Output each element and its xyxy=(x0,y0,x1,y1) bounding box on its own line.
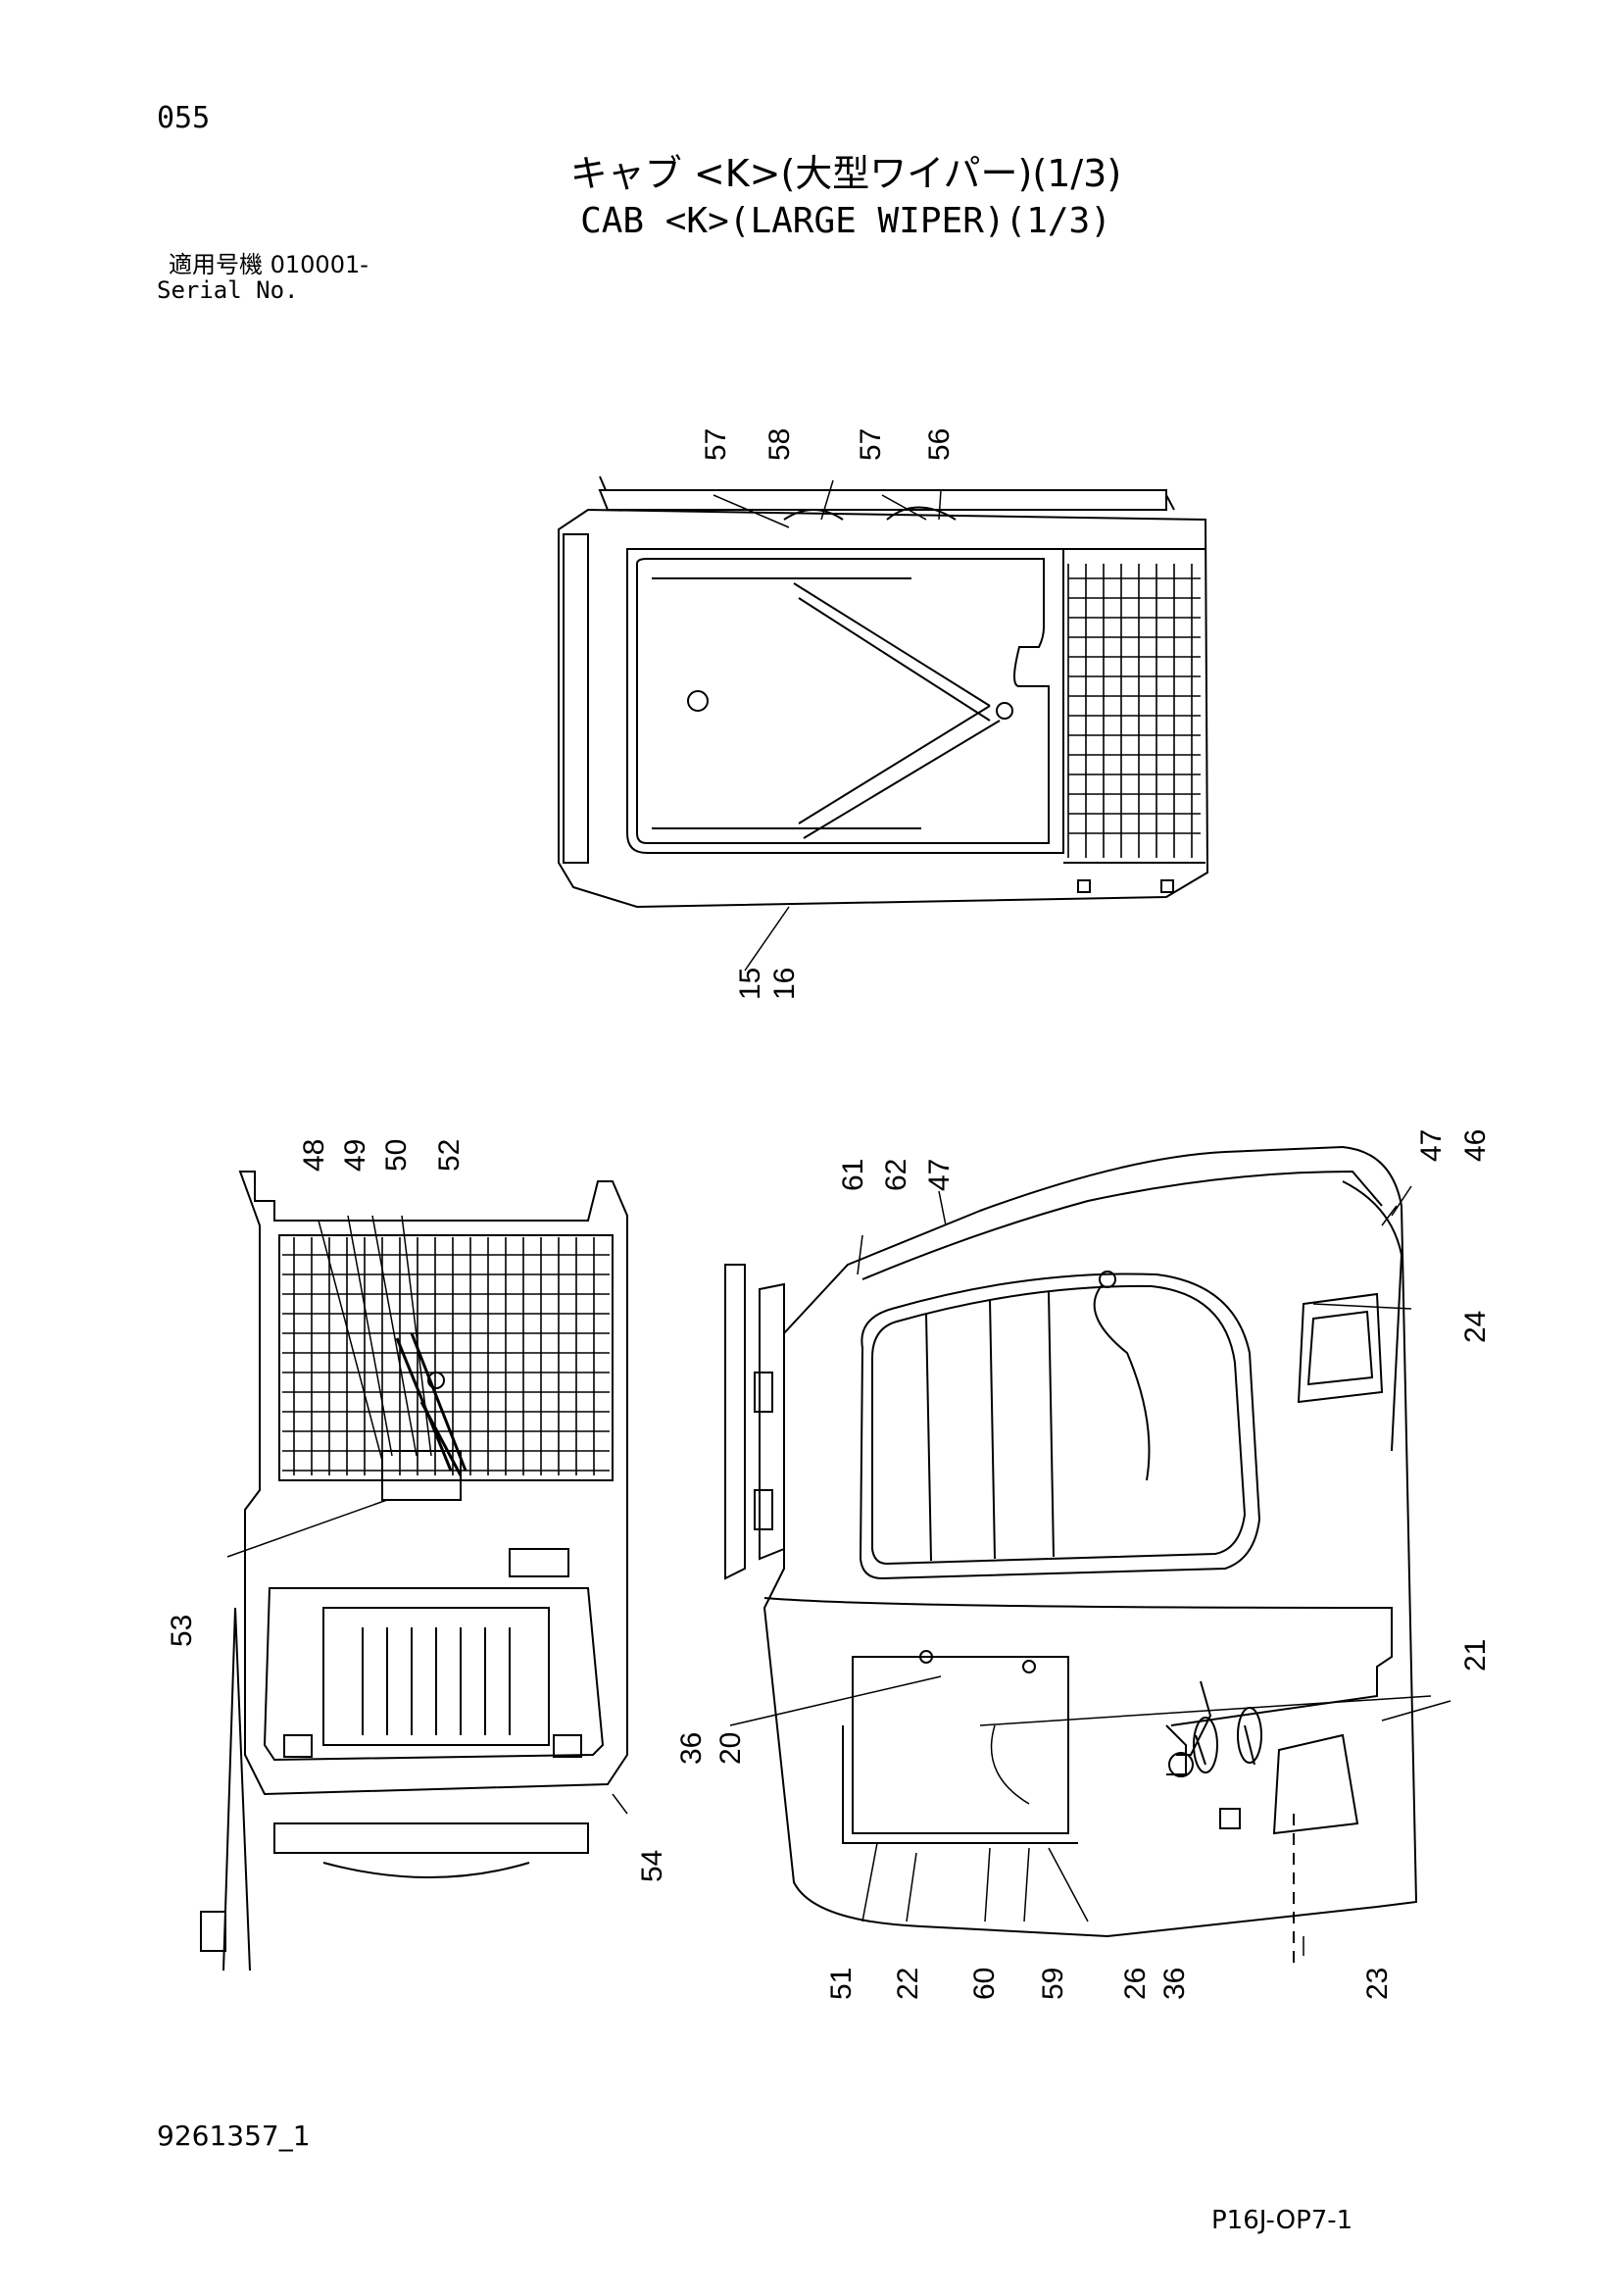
page-number: 055 xyxy=(157,101,211,135)
callout-label: 20 xyxy=(714,1732,747,1765)
callout-label: 62 xyxy=(880,1159,912,1191)
side-view-drawing xyxy=(724,1145,1451,1971)
callout-label: 36 xyxy=(1158,1968,1191,2000)
callout-label: 22 xyxy=(892,1968,924,2000)
callout-label: 57 xyxy=(855,428,887,461)
callout-label: 57 xyxy=(700,428,732,461)
callout-label: 49 xyxy=(339,1139,371,1172)
callout-label: 56 xyxy=(923,428,956,461)
callout-label: 51 xyxy=(825,1968,858,2000)
callout-label: 16 xyxy=(768,968,801,1000)
page-title-japanese: キャブ <K>(大型ワイパー)(1/3) xyxy=(569,152,1122,195)
callout-label: 47 xyxy=(923,1159,956,1191)
callout-label: 48 xyxy=(298,1139,330,1172)
callout-label: 61 xyxy=(837,1159,869,1191)
callout-label: 53 xyxy=(166,1615,198,1647)
callout-label: 50 xyxy=(380,1139,413,1172)
front-view-drawing xyxy=(200,1171,628,1972)
top-view-drawing xyxy=(558,475,1209,972)
document-id: 9261357_1 xyxy=(157,2120,311,2152)
callout-label: 21 xyxy=(1459,1639,1492,1672)
callout-label: 46 xyxy=(1459,1129,1492,1162)
page-title-english: CAB <K>(LARGE WIPER)(1/3) xyxy=(580,201,1111,241)
callout-label: 24 xyxy=(1459,1311,1492,1343)
callout-label: 58 xyxy=(763,428,796,461)
callout-label: 36 xyxy=(675,1732,708,1765)
callout-label: 23 xyxy=(1361,1968,1394,2000)
callout-labels: 57 58 57 56 15 16 48 49 50 52 53 54 61 6… xyxy=(166,428,1492,2000)
serial-label-japanese: 適用号機 010001- xyxy=(169,251,369,278)
callout-label: 26 xyxy=(1119,1968,1152,2000)
callout-label: 52 xyxy=(433,1139,466,1172)
page-code: P16J-OP7-1 xyxy=(1211,2206,1353,2235)
callout-label: 54 xyxy=(636,1850,668,1882)
callout-label: 15 xyxy=(734,968,766,1000)
callout-label: 47 xyxy=(1415,1129,1448,1162)
callout-label: 60 xyxy=(968,1968,1001,2000)
serial-label-english: Serial No. xyxy=(157,276,299,304)
callout-label: 59 xyxy=(1037,1968,1069,2000)
